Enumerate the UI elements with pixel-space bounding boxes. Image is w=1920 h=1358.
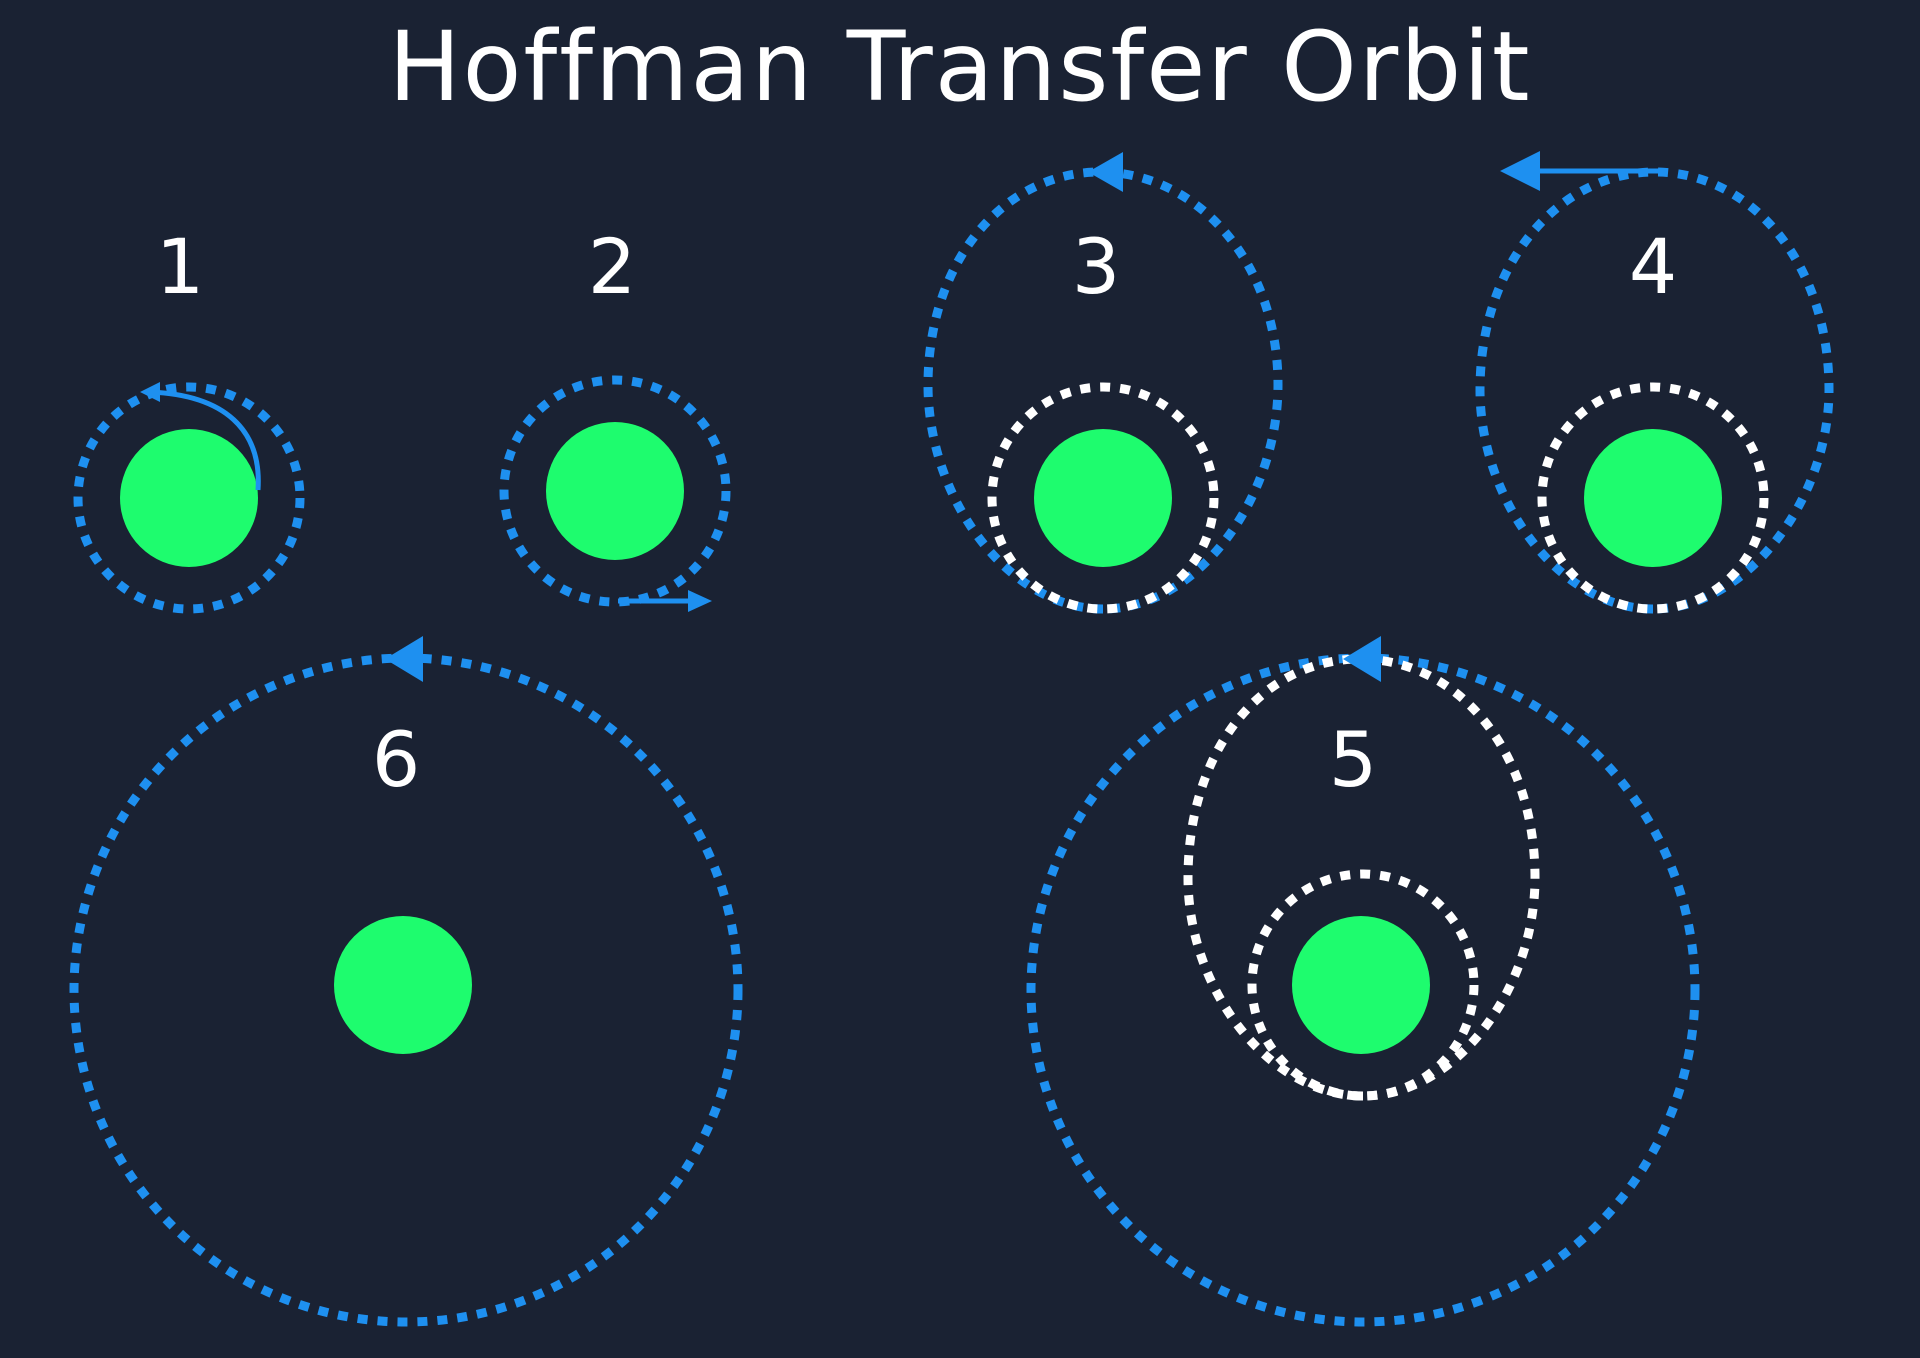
step-5-direction-arrow bbox=[1343, 636, 1381, 682]
step-6: 6 bbox=[69, 636, 743, 1327]
step-2-label: 2 bbox=[588, 222, 636, 311]
step-4-label: 4 bbox=[1629, 222, 1677, 311]
step-2-arrowhead bbox=[688, 590, 712, 612]
step-4-initial-orbit bbox=[1537, 382, 1769, 614]
step-1: 1 bbox=[73, 222, 305, 614]
step-1-label: 1 bbox=[156, 222, 204, 311]
step-1-initial-orbit bbox=[73, 382, 305, 614]
diagram-title: Hoffman Transfer Orbit bbox=[388, 11, 1531, 123]
step-3: 3 bbox=[923, 152, 1283, 614]
step-5-label: 5 bbox=[1329, 715, 1377, 804]
step-1-motion-arrow bbox=[149, 389, 261, 491]
step-3-label: 3 bbox=[1072, 222, 1120, 311]
step-2-planet bbox=[546, 422, 684, 560]
step-6-direction-arrow bbox=[385, 636, 423, 682]
step-6-label: 6 bbox=[372, 715, 420, 804]
step-5-planet bbox=[1292, 916, 1430, 1054]
step-3-transfer-orbit bbox=[923, 167, 1283, 614]
step-5: 5 bbox=[1026, 636, 1700, 1327]
step-4-transfer-orbit bbox=[1475, 167, 1834, 614]
step-2-initial-orbit bbox=[499, 375, 731, 607]
step-5-transfer-orbit bbox=[1183, 654, 1540, 1101]
step-2: 2 bbox=[499, 222, 731, 612]
step-3-direction-arrow bbox=[1088, 152, 1123, 192]
step-1-arrowhead bbox=[140, 382, 160, 402]
step-4-arrowhead bbox=[1500, 151, 1540, 191]
step-4-planet bbox=[1584, 429, 1722, 567]
step-1-planet bbox=[120, 429, 258, 567]
step-5-initial-orbit bbox=[1247, 869, 1479, 1101]
step-3-planet bbox=[1034, 429, 1172, 567]
step-6-planet bbox=[334, 916, 472, 1054]
step-3-initial-orbit bbox=[987, 382, 1219, 614]
step-4: 4 bbox=[1475, 151, 1834, 614]
